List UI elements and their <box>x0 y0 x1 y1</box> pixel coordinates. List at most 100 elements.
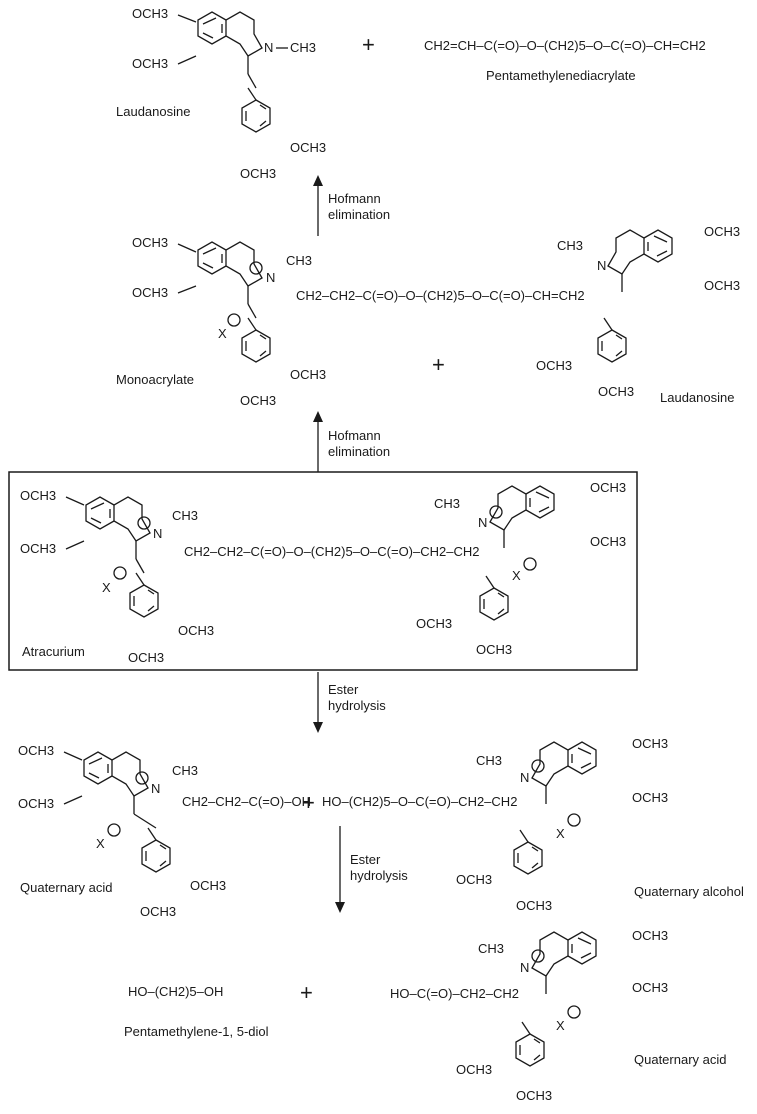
laudanosine-right-label: Laudanosine <box>660 390 734 405</box>
methoxy-label: OCH3 <box>178 623 214 638</box>
diacrylate-formula: CH2=CH–C(=O)–O–(CH2)5–O–C(=O)–CH=CH2 <box>424 38 706 53</box>
nitrogen-label: N <box>520 960 529 975</box>
quaternary-alcohol-structure: HO–(CH2)5–O–C(=O)–CH2–CH2 CH3 N OCH3 OCH… <box>322 736 744 913</box>
methoxy-label: OCH3 <box>18 743 54 758</box>
methoxy-label: OCH3 <box>240 393 276 408</box>
methoxy-label: OCH3 <box>632 980 668 995</box>
methyl-label: CH3 <box>172 508 198 523</box>
charge-plus-icon <box>135 771 149 785</box>
methoxy-label: OCH3 <box>132 235 168 250</box>
methoxy-label: OCH3 <box>590 480 626 495</box>
counterion-label: X <box>218 326 227 341</box>
hydrolysis-label-line2: hydrolysis <box>350 868 408 883</box>
nitrogen-label: N <box>264 40 273 55</box>
nitrogen-label: N <box>266 270 275 285</box>
atracurium-chain: CH2–CH2–C(=O)–O–(CH2)5–O–C(=O)–CH2–CH2 <box>184 544 479 559</box>
methoxy-label: OCH3 <box>632 928 668 943</box>
methoxy-label: OCH3 <box>516 1088 552 1103</box>
methoxy-label: OCH3 <box>704 224 740 239</box>
hydrolysis-label-line2: hydrolysis <box>328 698 386 713</box>
charge-plus-icon <box>531 949 545 963</box>
alcohol-chain: HO–(CH2)5–O–C(=O)–CH2–CH2 <box>322 794 517 809</box>
atracurium-structure: OCH3 OCH3 N CH3 CH2–CH2–C(=O)–O–(CH2)5–O… <box>20 480 626 665</box>
monoacrylate-label: Monoacrylate <box>116 372 194 387</box>
methyl-label: CH3 <box>172 763 198 778</box>
plus-sign: + <box>300 980 313 1005</box>
charge-plus-icon <box>137 516 151 530</box>
quaternary-alcohol-label: Quaternary alcohol <box>634 884 744 899</box>
methoxy-label: OCH3 <box>132 6 168 21</box>
quaternary-acid-left-label: Quaternary acid <box>20 880 113 895</box>
diacrylate-structure: CH2=CH–C(=O)–O–(CH2)5–O–C(=O)–CH=CH2 Pen… <box>424 38 706 83</box>
charge-minus-icon <box>227 313 241 327</box>
laudanosine-top-label: Laudanosine <box>116 104 190 119</box>
methoxy-label: OCH3 <box>20 541 56 556</box>
hydrolysis-label-line1: Ester <box>328 682 359 697</box>
quaternary-acid-bottom-label: Quaternary acid <box>634 1052 727 1067</box>
methoxy-label: OCH3 <box>456 872 492 887</box>
methoxy-label: OCH3 <box>476 642 512 657</box>
methoxy-label: OCH3 <box>190 878 226 893</box>
methoxy-label: OCH3 <box>132 285 168 300</box>
hofmann-label-line2: elimination <box>328 444 390 459</box>
methoxy-label: OCH3 <box>140 904 176 919</box>
methoxy-label: OCH3 <box>20 488 56 503</box>
diacrylate-label: Pentamethylenediacrylate <box>486 68 636 83</box>
charge-minus-icon <box>107 823 121 837</box>
methoxy-label: OCH3 <box>240 166 276 181</box>
counterion-label: X <box>556 1018 565 1033</box>
monoacrylate-structure: OCH3 OCH3 N CH3 CH2–CH2–C(=O)–O–(CH2)5–O… <box>116 235 585 408</box>
nitrogen-label: N <box>478 515 487 530</box>
monoacrylate-chain: CH2–CH2–C(=O)–O–(CH2)5–O–C(=O)–CH=CH2 <box>296 288 585 303</box>
nitrogen-label: N <box>153 526 162 541</box>
methoxy-label: OCH3 <box>598 384 634 399</box>
hofmann-arrow-2: Hofmann elimination <box>313 411 390 472</box>
nitrogen-label: N <box>597 258 606 273</box>
diol-label: Pentamethylene-1, 5-diol <box>124 1024 269 1039</box>
methoxy-label: OCH3 <box>18 796 54 811</box>
hofmann-label-line1: Hofmann <box>328 428 381 443</box>
hofmann-arrow-1: Hofmann elimination <box>313 175 390 236</box>
acid-chain: CH2–CH2–C(=O)–OH <box>182 794 311 809</box>
charge-minus-icon <box>567 1005 581 1019</box>
plus-sign: + <box>362 32 375 57</box>
diol-formula: HO–(CH2)5–OH <box>128 984 223 999</box>
methyl-label: CH3 <box>434 496 460 511</box>
hydrolysis-label-line1: Ester <box>350 852 381 867</box>
charge-minus-icon <box>113 566 127 580</box>
methoxy-label: OCH3 <box>704 278 740 293</box>
laudanosine-top-structure: OCH3 OCH3 N CH3 OCH3 OCH3 Laudanosine <box>116 6 326 181</box>
counterion-label: X <box>512 568 521 583</box>
methyl-label: CH3 <box>290 40 316 55</box>
methoxy-label: OCH3 <box>632 736 668 751</box>
ester-hydrolysis-arrow-1: Ester hydrolysis <box>313 672 386 733</box>
methoxy-label: OCH3 <box>516 898 552 913</box>
methoxy-label: OCH3 <box>128 650 164 665</box>
methoxy-label: OCH3 <box>456 1062 492 1077</box>
methoxy-label: OCH3 <box>290 140 326 155</box>
atracurium-label: Atracurium <box>22 644 85 659</box>
hofmann-label-line2: elimination <box>328 207 390 222</box>
diol-structure: HO–(CH2)5–OH Pentamethylene-1, 5-diol <box>124 984 269 1039</box>
methoxy-label: OCH3 <box>416 616 452 631</box>
methoxy-label: OCH3 <box>590 534 626 549</box>
methoxy-label: OCH3 <box>290 367 326 382</box>
methoxy-label: OCH3 <box>132 56 168 71</box>
counterion-label: X <box>102 580 111 595</box>
charge-minus-icon <box>567 813 581 827</box>
methoxy-label: OCH3 <box>632 790 668 805</box>
methyl-label: CH3 <box>476 753 502 768</box>
atracurium-box <box>8 471 638 671</box>
counterion-label: X <box>96 836 105 851</box>
charge-plus-icon <box>249 261 263 275</box>
methyl-label: CH3 <box>557 238 583 253</box>
acid-chain-left: HO–C(=O)–CH2–CH2 <box>390 986 519 1001</box>
hofmann-label-line1: Hofmann <box>328 191 381 206</box>
nitrogen-label: N <box>520 770 529 785</box>
methoxy-label: OCH3 <box>536 358 572 373</box>
ester-hydrolysis-arrow-2: Ester hydrolysis <box>335 826 408 913</box>
plus-sign: + <box>432 352 445 377</box>
charge-minus-icon <box>523 557 537 571</box>
